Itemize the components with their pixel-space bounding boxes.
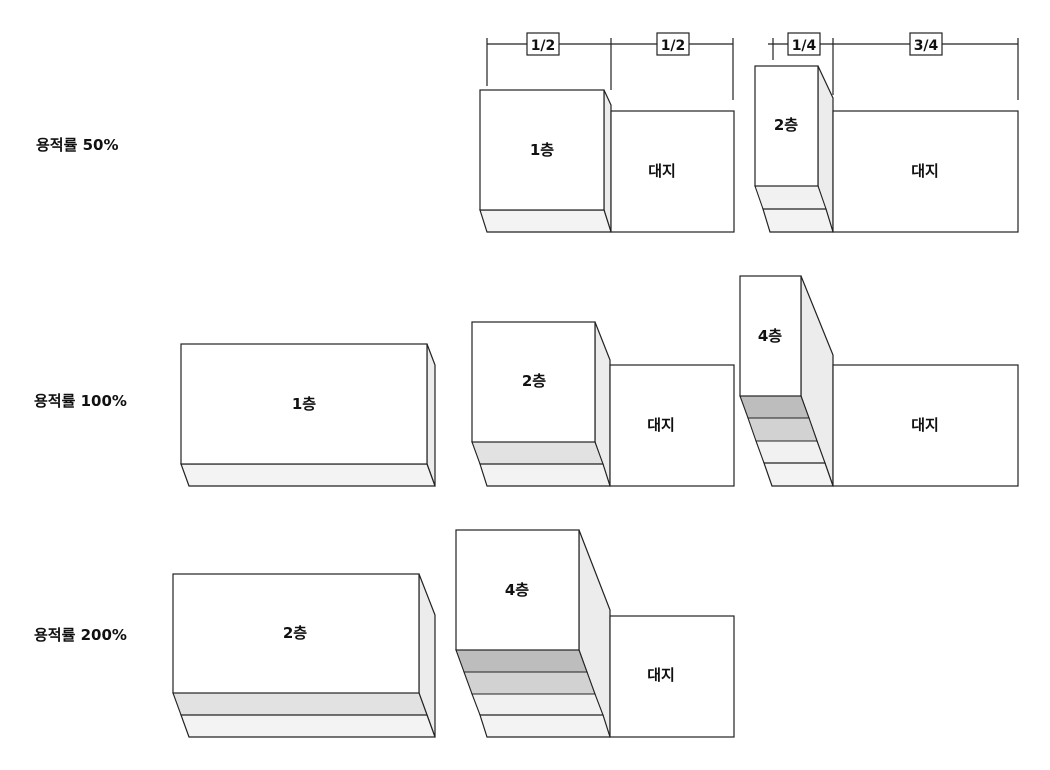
site-label: 대지 <box>648 162 676 180</box>
dimension-box <box>656 32 690 56</box>
floor-label: 2층 <box>283 624 307 642</box>
floor-label: 4층 <box>505 581 529 599</box>
building-r3-4floor: 4층 <box>455 529 611 738</box>
building-r2-2floor: 2층 <box>471 321 611 487</box>
site-label: 대지 <box>647 416 675 434</box>
building-r2-1floor: 1층 <box>180 343 436 487</box>
floor-label: 2층 <box>522 372 546 390</box>
site-r1-a: 대지 <box>610 110 735 233</box>
dimension-group-half: 1/2 1/2 <box>486 32 734 100</box>
floor-label: 2층 <box>774 116 798 134</box>
site-label: 대지 <box>647 666 675 684</box>
floor-label: 4층 <box>758 327 782 345</box>
dimension-label: 1/2 <box>661 38 686 54</box>
row-label-100: 용적률 100% <box>34 392 127 410</box>
dimension-label: 3/4 <box>914 38 939 54</box>
site-r3: 대지 <box>609 615 735 738</box>
dimension-box <box>909 32 943 56</box>
dimension-box <box>526 32 560 56</box>
floor-label: 1층 <box>292 395 316 413</box>
site-r2-a: 대지 <box>609 364 735 487</box>
site-r1-b: 대지 <box>832 110 1019 233</box>
site-label: 대지 <box>911 162 939 180</box>
building-r1-1floor: 1층 <box>479 89 612 233</box>
dimension-group-quarter: 1/4 3/4 <box>768 32 1019 100</box>
site-label: 대지 <box>911 416 939 434</box>
dimension-label: 1/4 <box>792 38 817 54</box>
dimension-label: 1/2 <box>531 38 556 54</box>
floor-label: 1층 <box>530 141 554 159</box>
site-r2-b: 대지 <box>832 364 1019 487</box>
dimension-box <box>787 32 821 56</box>
building-r2-4floor: 4층 <box>739 275 834 487</box>
row-label-50: 용적률 50% <box>36 136 119 154</box>
building-r1-2floor: 2층 <box>754 65 834 233</box>
building-r3-2floor: 2층 <box>172 573 436 738</box>
row-label-200: 용적률 200% <box>34 626 127 644</box>
